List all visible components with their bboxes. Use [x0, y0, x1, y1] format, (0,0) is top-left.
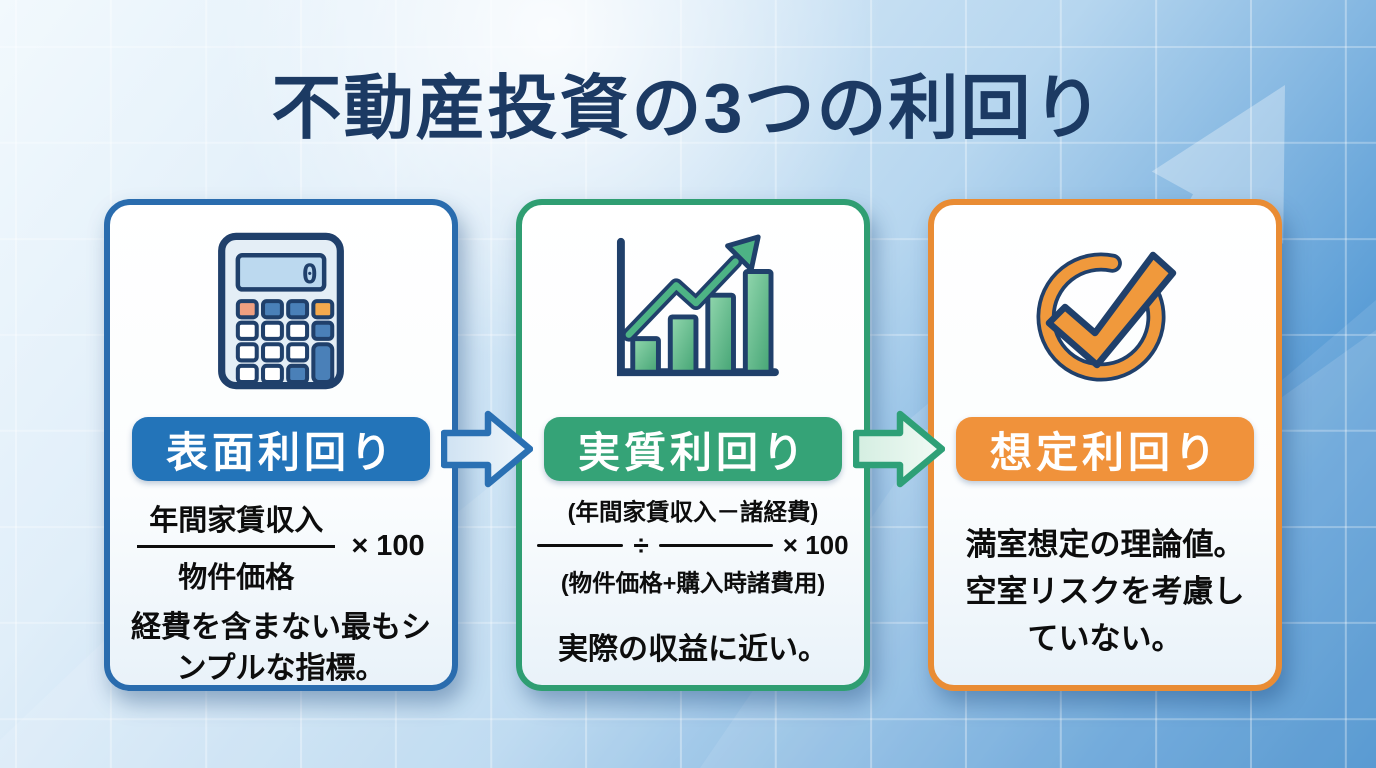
- formula-divide-operator: ÷: [633, 529, 649, 561]
- check-circle-icon: [1036, 251, 1177, 382]
- yield-formula: 年間家賃収入 物件価格 × 100: [110, 497, 452, 596]
- fraction: 年間家賃収入 物件価格: [137, 497, 336, 596]
- formula-multiplier: × 100: [351, 530, 425, 562]
- card-expected-yield: 想定利回り 満室想定の理論値。 空室リスクを考慮し ていない。: [928, 199, 1282, 691]
- card-title-badge: 実質利回り: [544, 417, 842, 481]
- card-description: 経費を含まない最もシ ンプルな指標。: [131, 611, 431, 685]
- calculator-icon: 0: [218, 232, 344, 390]
- formula-multiplier: × 100: [782, 530, 849, 560]
- yield-formula: (年間家賃収入－諸経費) ÷ × 100 (物件価格+購入時諸費用): [522, 493, 864, 598]
- svg-text:0: 0: [302, 259, 318, 290]
- formula-denominator: (物件価格+購入時諸費用): [560, 570, 826, 596]
- card-surface-yield: 0: [104, 199, 458, 691]
- card-description: 満室想定の理論値。 空室リスクを考慮し ていない。: [965, 527, 1245, 657]
- card-icon-box: [934, 205, 1276, 417]
- card-icon-box: [522, 205, 864, 417]
- bar-chart-growth-icon: [616, 234, 779, 377]
- flow-arrow-right-icon: [441, 410, 533, 488]
- card-icon-box: 0: [110, 205, 452, 417]
- formula-middle-row: ÷ × 100: [522, 530, 864, 561]
- fraction-bar: [537, 543, 624, 548]
- page-title: 不動産投資の3つの利回り: [271, 69, 1105, 147]
- card-title-badge: 表面利回り: [132, 417, 430, 481]
- yield-cards-row: 0: [104, 199, 1282, 691]
- card-title-badge: 想定利回り: [956, 417, 1254, 481]
- formula-numerator: (年間家賃収入－諸経費): [567, 499, 819, 525]
- card-description: 実際の収益に近い。: [558, 633, 828, 666]
- fraction-bar: [658, 543, 773, 548]
- formula-numerator: 年間家賃収入: [137, 497, 336, 548]
- card-real-yield: 実質利回り (年間家賃収入－諸経費) ÷ × 100 (物件価格+購入時諸費用)…: [516, 199, 870, 691]
- formula-denominator: 物件価格: [178, 562, 295, 594]
- flow-arrow-right-icon: [853, 410, 945, 488]
